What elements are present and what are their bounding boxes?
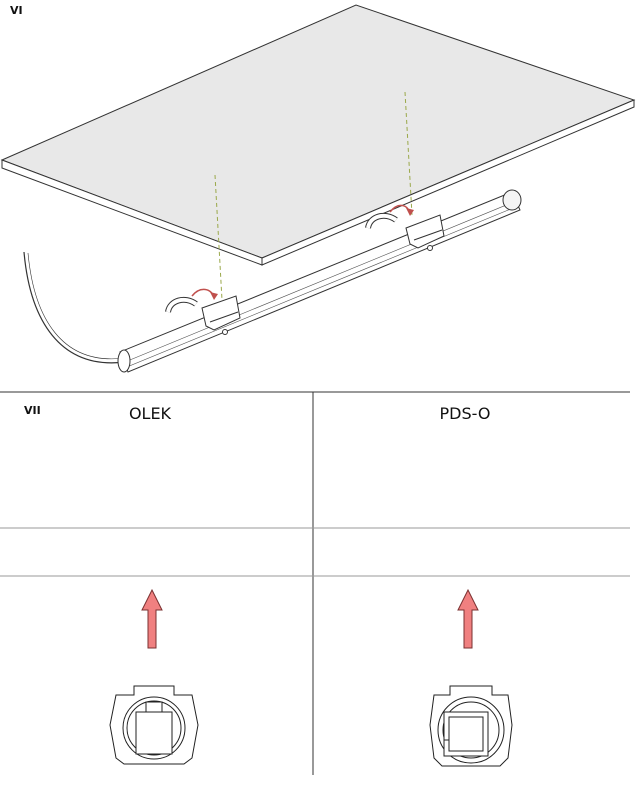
step-vii-label: VII — [24, 404, 41, 417]
mounting-clip — [405, 214, 445, 251]
up-arrow-icon — [141, 588, 163, 649]
rotate-arrow-icon — [165, 288, 218, 313]
column-title-olek: OLEK — [128, 404, 172, 423]
power-cable — [23, 251, 126, 364]
column-title-pds-o: PDS-O — [439, 404, 491, 423]
step-vi-label: VI — [10, 4, 23, 17]
rotate-arrow-icon — [365, 204, 414, 229]
profile-cross-section — [429, 685, 513, 767]
up-arrow-icon — [457, 588, 479, 649]
ceiling-panel — [0, 4, 636, 266]
step-vi-illustration — [0, 4, 636, 373]
mounting-clip — [201, 295, 241, 335]
profile-cross-section — [109, 685, 199, 765]
